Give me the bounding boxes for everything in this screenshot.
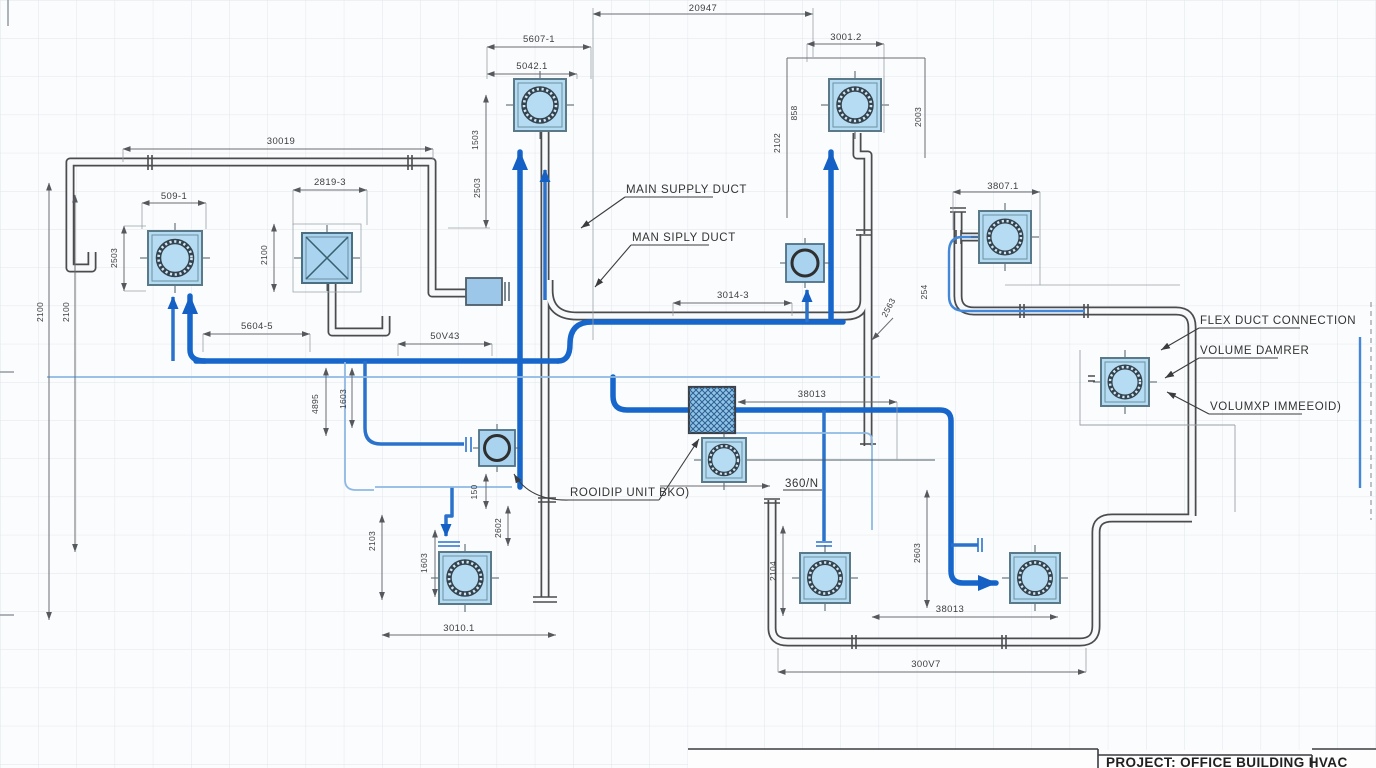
- dim-left-top: 30019: [267, 136, 295, 147]
- supply-duct-blue-medium: [167, 169, 978, 547]
- diffuser-d5: [971, 203, 1039, 271]
- dim-mid-small: 50V43: [430, 331, 459, 342]
- dim-bottom-overall: 300V7: [911, 659, 940, 670]
- dim-d10-v2: 1603: [419, 553, 429, 573]
- callout-leaders: [513, 196, 1302, 501]
- callout-flex-duct-connection: FLEX DUCT CONNECTION: [1200, 315, 1356, 327]
- diffuser-d10: [431, 544, 499, 612]
- dim-d12-v: 2603: [912, 543, 922, 563]
- callout-text: MAIN SUPPLY DUCT MAN SIPLY DUCT FLEX DUC…: [570, 184, 1356, 499]
- diffuser-d3: [140, 223, 210, 293]
- dim-d1-top: 5607-1: [523, 34, 555, 45]
- dim-d8-v: 150: [469, 484, 479, 499]
- dim-d1-top2: 5042.1: [516, 61, 547, 72]
- dim-d1-v2: 2503: [472, 178, 482, 198]
- dim-left-v1: 2100: [35, 302, 45, 322]
- diffuser-d11: [792, 545, 858, 611]
- dim-v-1603a: 1603: [338, 389, 348, 409]
- diffuser-d9: [694, 430, 935, 490]
- dim-d3-v: 2503: [109, 248, 119, 268]
- diffuser-d8-small: [473, 424, 521, 472]
- title-block-project-label: PROJECT: OFFICE BUILDING HVAC: [1106, 755, 1348, 768]
- supply-duct-blue: [182, 149, 999, 591]
- dim-d1-v1: 1503: [470, 130, 480, 150]
- dim-d4-v: 2100: [259, 245, 269, 265]
- dim-d11-v: 2104: [768, 561, 778, 581]
- rooftop-unit: [687, 385, 737, 435]
- diffusers: [140, 71, 1157, 612]
- inline-duct-unit: [465, 277, 510, 306]
- dim-center-38013: 38013: [798, 389, 826, 400]
- dim-d2-v-small: 858: [789, 105, 799, 120]
- dimension-lines: [46, 8, 1236, 675]
- dim-left-v2: 2100: [61, 302, 71, 322]
- callout-duct-360n: 360/N: [785, 478, 819, 490]
- supply-duct-pale: [47, 362, 880, 530]
- diffuser-d7: [1088, 350, 1157, 414]
- dim-d10-v1: 2103: [367, 531, 377, 551]
- diffuser-d2: [821, 71, 889, 139]
- callout-rooftop-unit: ROOIDIP UNIT BKO): [570, 487, 690, 499]
- diffuser-d1: [506, 71, 574, 139]
- dim-d4-top: 2819-3: [314, 177, 346, 188]
- dim-d10-bottom: 3010.1: [443, 623, 474, 634]
- title-block: PROJECT: OFFICE BUILDING HVAC: [688, 748, 1376, 768]
- dim-v-254: 254: [919, 284, 929, 299]
- diffuser-d12: [1002, 545, 1068, 611]
- callout-volume-damper-alt: VOLUMXP IMMEEOID): [1210, 401, 1341, 413]
- dim-d5-top: 3807.1: [987, 181, 1018, 192]
- dim-d2-v-right: 2003: [913, 107, 923, 127]
- dimension-text: 20947 5607-1 5042.1 1503 2503 3001.2 858…: [35, 3, 1018, 670]
- dim-d3-top: 509-1: [161, 191, 187, 202]
- dim-d2-top: 3001.2: [830, 32, 861, 43]
- dim-top-overall: 20947: [689, 3, 717, 14]
- supply-duct-blue-thin: [947, 235, 1362, 488]
- dim-d2-v-left: 2102: [772, 133, 782, 153]
- diffuser-d4-xtype: [292, 223, 362, 293]
- dim-d12-bottom: 38013: [936, 604, 964, 615]
- sheet-edge-marks: [0, 0, 14, 616]
- dim-3014: 3014-3: [717, 290, 749, 301]
- callout-volume-damper: VOLUME DAMRER: [1200, 345, 1309, 357]
- blue-flange-ticks: [438, 437, 983, 552]
- callout-main-supply-duct: MAIN SUPPLY DUCT: [626, 184, 747, 196]
- dim-d8-v2: 2602: [493, 518, 503, 538]
- dim-mid-left: 5604-5: [241, 321, 273, 332]
- diffuser-d6-small: [780, 238, 830, 288]
- callout-man-siply-duct: MAN SIPLY DUCT: [632, 232, 736, 244]
- dim-v-4895: 4895: [310, 394, 320, 414]
